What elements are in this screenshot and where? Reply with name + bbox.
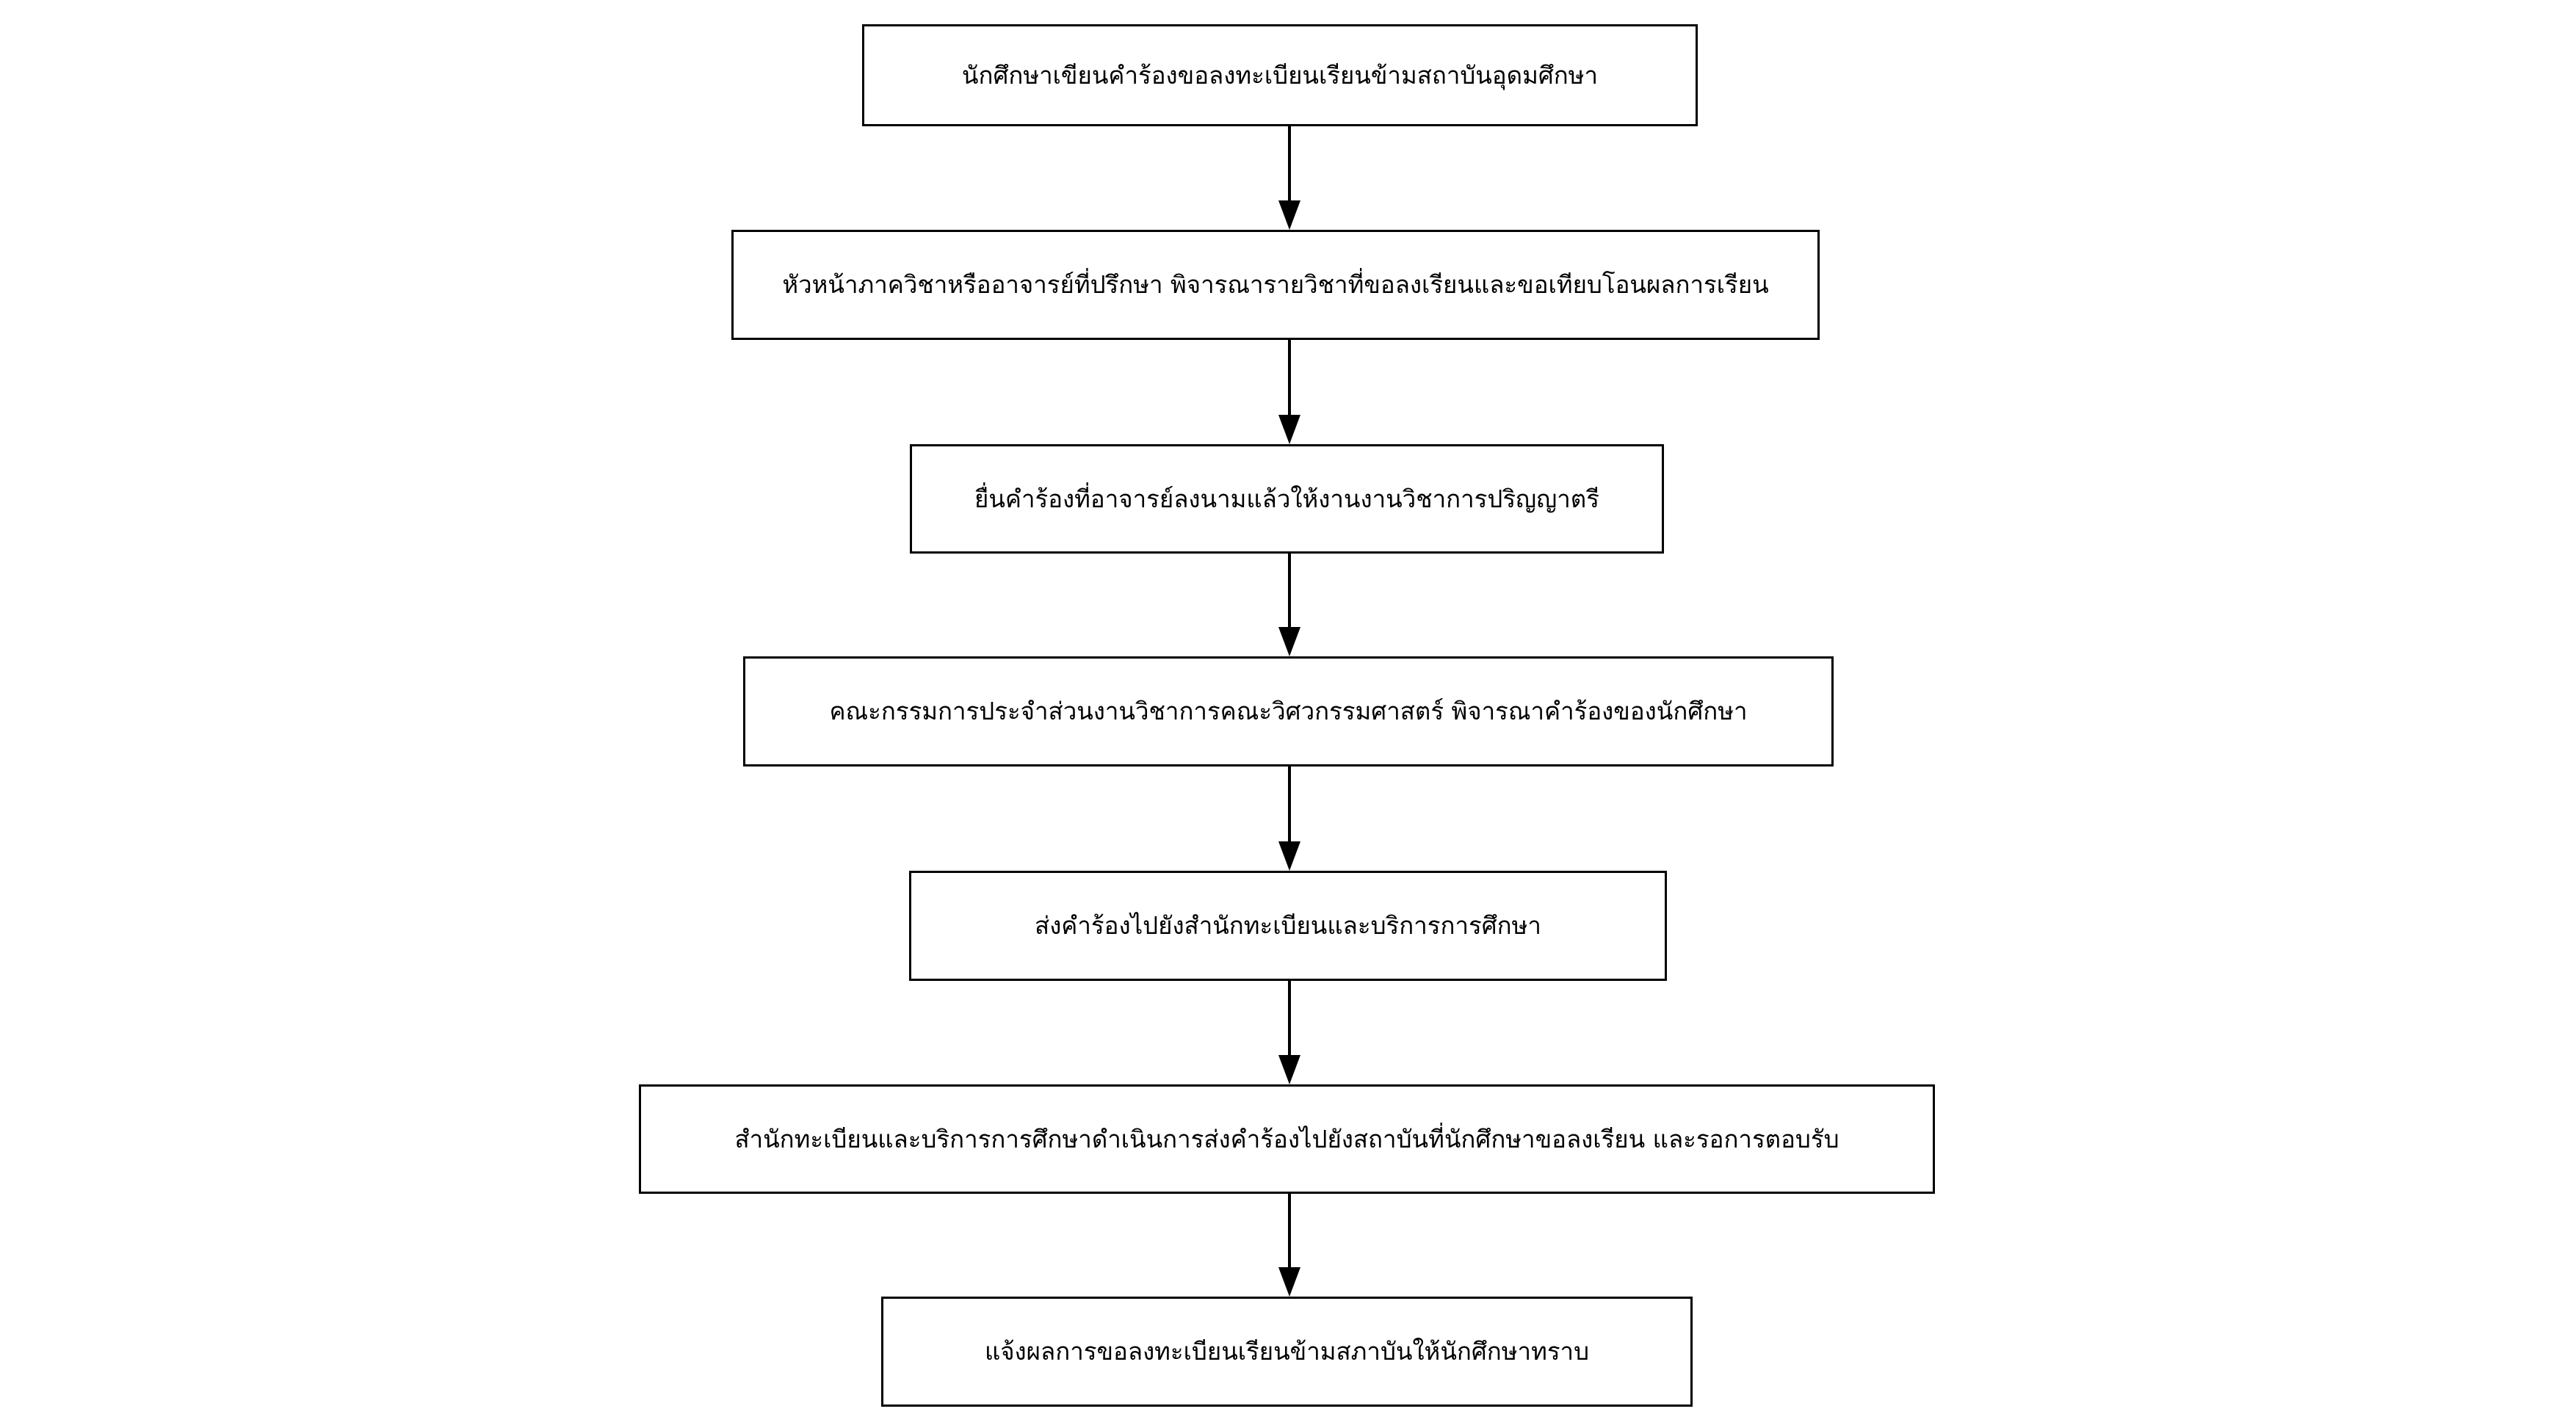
flow-node-label: ส่งคำร้องไปยังสำนักทะเบียนและบริการการศึ… [1035,911,1541,940]
flow-node-3: ยื่นคำร้องที่อาจารย์ลงนามแล้วให้งานงานวิ… [910,444,1664,554]
flow-node-label: สำนักทะเบียนและบริการการศึกษาดำเนินการส่… [734,1124,1839,1153]
arrow-down-icon [1278,1055,1300,1084]
flow-node-label: คณะกรรมการประจำส่วนงานวิชาการคณะวิศวกรรม… [829,697,1748,726]
connector-line [1288,126,1291,202]
flow-node-4: คณะกรรมการประจำส่วนงานวิชาการคณะวิศวกรรม… [743,656,1834,766]
flow-node-6: สำนักทะเบียนและบริการการศึกษาดำเนินการส่… [639,1084,1935,1194]
flow-node-7: แจ้งผลการขอลงทะเบียนเรียนข้ามสภาบันให้นั… [881,1297,1693,1407]
flow-node-label: นักศึกษาเขียนคำร้องขอลงทะเบียนเรียนข้ามส… [961,60,1599,90]
arrow-down-icon [1278,1267,1300,1297]
flow-node-1: นักศึกษาเขียนคำร้องขอลงทะเบียนเรียนข้ามส… [862,24,1698,126]
connector-line [1288,554,1291,628]
flow-connector [1278,766,1300,871]
flow-connector [1278,126,1300,230]
flow-node-label: แจ้งผลการขอลงทะเบียนเรียนข้ามสภาบันให้นั… [984,1337,1590,1366]
arrow-down-icon [1278,415,1300,444]
connector-line [1288,1194,1291,1269]
arrow-down-icon [1278,841,1300,871]
connector-line [1288,981,1291,1056]
connector-line [1288,340,1291,416]
connector-line [1288,766,1291,843]
arrow-down-icon [1278,627,1300,656]
flow-node-5: ส่งคำร้องไปยังสำนักทะเบียนและบริการการศึ… [909,871,1667,981]
flow-connector [1278,554,1300,656]
arrow-down-icon [1278,200,1300,230]
flow-node-label: ยื่นคำร้องที่อาจารย์ลงนามแล้วให้งานงานวิ… [974,484,1599,513]
flow-node-label: หัวหน้าภาควิชาหรืออาจารย์ที่ปรึกษา พิจาร… [782,270,1769,300]
flow-connector [1278,981,1300,1084]
flow-connector [1278,1194,1300,1297]
flow-connector [1278,340,1300,444]
flow-node-2: หัวหน้าภาควิชาหรืออาจารย์ที่ปรึกษา พิจาร… [731,230,1820,340]
